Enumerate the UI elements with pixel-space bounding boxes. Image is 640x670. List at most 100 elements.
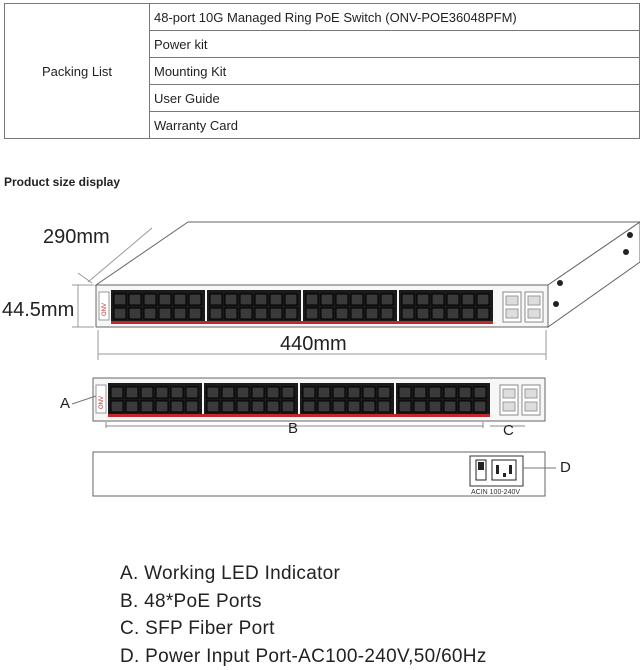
poe-port (282, 401, 294, 412)
poe-port (156, 387, 168, 398)
poe-port (363, 401, 375, 412)
poe-port (348, 401, 360, 412)
sfp-cage (528, 296, 540, 305)
mount-hole (553, 301, 559, 307)
poe-port (225, 294, 237, 305)
callout-a-line (72, 396, 96, 404)
poe-port (189, 308, 201, 319)
mount-hole (627, 232, 633, 238)
poe-port (477, 294, 489, 305)
legend-item-d: D. Power Input Port-AC100-240V,50/60Hz (120, 643, 487, 670)
power-inlet-pin (496, 465, 499, 474)
brand-logo: ONV (99, 396, 105, 409)
poe-port (252, 401, 264, 412)
legend: A. Working LED Indicator B. 48*PoE Ports… (120, 560, 487, 670)
poe-port (159, 294, 171, 305)
sfp-cage (525, 402, 537, 411)
sfp-cage (528, 309, 540, 318)
poe-port (381, 308, 393, 319)
poe-port (156, 401, 168, 412)
red-stripe (111, 321, 493, 324)
callout-a: A (60, 395, 70, 412)
poe-port (141, 387, 153, 398)
poe-port (159, 308, 171, 319)
poe-port (306, 294, 318, 305)
poe-port (333, 387, 345, 398)
poe-port (186, 401, 198, 412)
poe-port (303, 387, 315, 398)
dimension-height: 44.5mm (2, 299, 74, 322)
poe-port (222, 387, 234, 398)
ports-top: ONV (99, 290, 543, 324)
poe-port (414, 401, 426, 412)
poe-port (417, 294, 429, 305)
poe-port (285, 308, 297, 319)
poe-port (381, 294, 393, 305)
poe-port (432, 294, 444, 305)
callout-c: C (503, 422, 514, 439)
poe-port (285, 294, 297, 305)
red-stripe (108, 414, 490, 417)
poe-port (129, 294, 141, 305)
poe-port (186, 387, 198, 398)
poe-port (210, 308, 222, 319)
poe-port (429, 387, 441, 398)
poe-port (270, 294, 282, 305)
poe-port (144, 294, 156, 305)
poe-port (240, 294, 252, 305)
poe-port (402, 294, 414, 305)
dimension-depth: 290mm (43, 226, 110, 249)
legend-item-c: C. SFP Fiber Port (120, 615, 487, 643)
poe-port (141, 401, 153, 412)
poe-port (351, 294, 363, 305)
poe-port (267, 387, 279, 398)
poe-port (474, 387, 486, 398)
poe-port (222, 401, 234, 412)
poe-port (474, 401, 486, 412)
power-label: ACIN 100-240V (471, 489, 520, 496)
poe-port (459, 387, 471, 398)
poe-port (207, 401, 219, 412)
mount-hole (623, 249, 629, 255)
poe-port (402, 308, 414, 319)
poe-port (237, 401, 249, 412)
sfp-cage (503, 389, 515, 398)
power-inlet-pin (509, 465, 512, 474)
poe-port (432, 308, 444, 319)
poe-port (129, 308, 141, 319)
poe-port (366, 308, 378, 319)
poe-port (462, 308, 474, 319)
sfp-cage (506, 296, 518, 305)
poe-port (333, 401, 345, 412)
poe-port (303, 401, 315, 412)
dimension-width: 440mm (280, 333, 347, 356)
poe-port (174, 308, 186, 319)
poe-port (378, 401, 390, 412)
poe-port (126, 401, 138, 412)
poe-port (348, 387, 360, 398)
poe-port (378, 387, 390, 398)
poe-port (462, 294, 474, 305)
poe-port (210, 294, 222, 305)
sfp-cage (506, 309, 518, 318)
poe-port (114, 308, 126, 319)
dim-line-depth-ext (78, 273, 92, 283)
poe-port (447, 308, 459, 319)
poe-port (237, 387, 249, 398)
poe-port (459, 401, 471, 412)
poe-port (477, 308, 489, 319)
poe-port (207, 387, 219, 398)
poe-port (306, 308, 318, 319)
poe-port (144, 308, 156, 319)
callout-d: D (560, 459, 571, 476)
poe-port (240, 308, 252, 319)
ports-front: ONV (96, 383, 540, 417)
poe-port (252, 387, 264, 398)
poe-port (417, 308, 429, 319)
poe-port (189, 294, 201, 305)
poe-port (351, 308, 363, 319)
poe-port (336, 308, 348, 319)
poe-port (429, 401, 441, 412)
poe-port (270, 308, 282, 319)
poe-port (126, 387, 138, 398)
